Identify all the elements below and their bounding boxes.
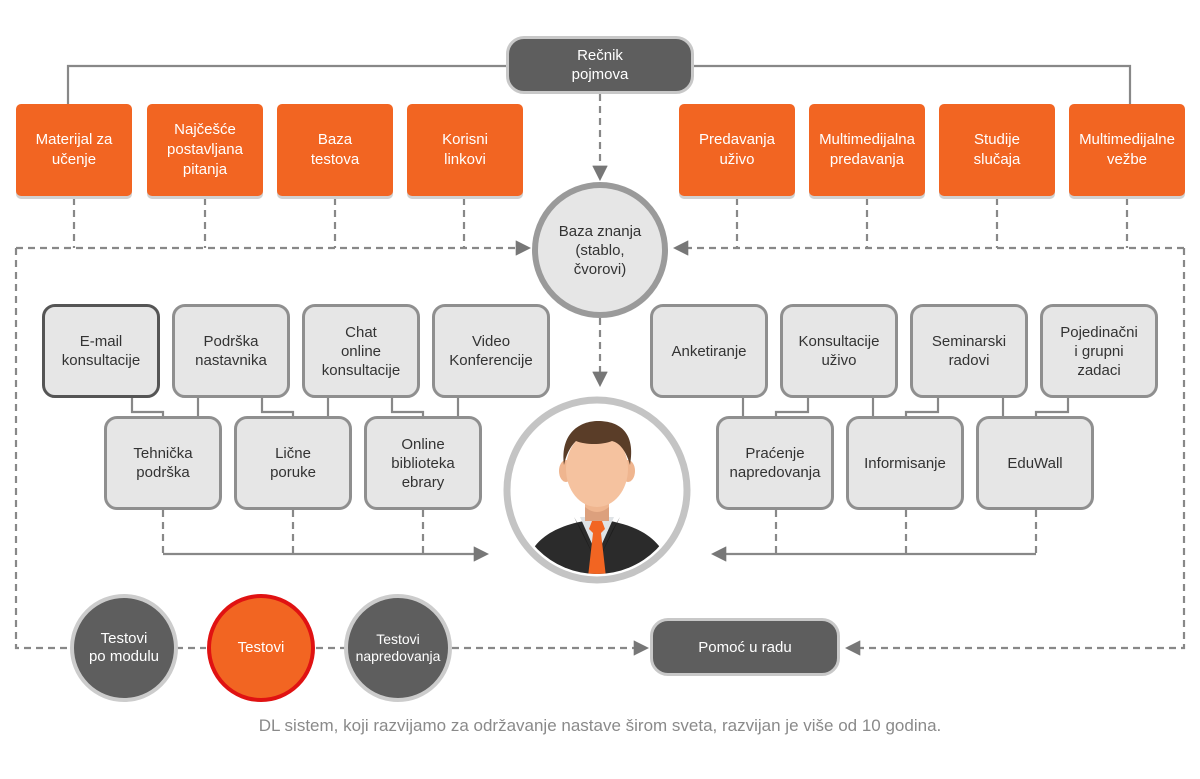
tehnicka-podrska-node: Tehnička podrška <box>104 416 222 510</box>
user-avatar-icon <box>503 396 691 584</box>
eduwall-node: EduWall <box>976 416 1094 510</box>
najcesce-postavljana-pitanja-node: Najčešće postavljana pitanja <box>147 104 263 196</box>
video-konferencije-node: Video Konferencije <box>432 304 550 398</box>
licne-poruke-node: Lične poruke <box>234 416 352 510</box>
chat-online-konsultacije-node: Chat online konsultacije <box>302 304 420 398</box>
konsultacije-uzivo-node: Konsultacije uživo <box>780 304 898 398</box>
baza-znanja-node: Baza znanja (stablo, čvorovi) <box>532 182 668 318</box>
multimedijalne-vezbe-node: Multimedijalne vežbe <box>1069 104 1185 196</box>
seminarski-radovi-node: Seminarski radovi <box>910 304 1028 398</box>
anketiranje-node: Anketiranje <box>650 304 768 398</box>
email-konsultacije-node: E-mail konsultacije <box>42 304 160 398</box>
pomoc-u-radu-node: Pomoć u radu <box>650 618 840 676</box>
podrska-nastavnika-node: Podrška nastavnika <box>172 304 290 398</box>
testovi-node: Testovi <box>207 594 315 702</box>
pojedinacni-grupni-zadaci-node: Pojedinačni i grupni zadaci <box>1040 304 1158 398</box>
pracenje-napredovanja-node: Praćenje napredovanja <box>716 416 834 510</box>
korisni-linkovi-node: Korisni linkovi <box>407 104 523 196</box>
informisanje-node: Informisanje <box>846 416 964 510</box>
testovi-po-modulu-node: Testovi po modulu <box>70 594 178 702</box>
online-biblioteka-node: Online biblioteka ebrary <box>364 416 482 510</box>
recnik-pojmova-node: Rečnik pojmova <box>506 36 694 94</box>
baza-testova-node: Baza testova <box>277 104 393 196</box>
materijal-za-ucenje-node: Materijal za učenje <box>16 104 132 196</box>
studije-slucaja-node: Studije slučaja <box>939 104 1055 196</box>
multimedijalna-predavanja-node: Multimedijalna predavanja <box>809 104 925 196</box>
diagram-caption: DL sistem, koji razvijamo za održavanje … <box>258 716 942 735</box>
predavanja-uzivo-node: Predavanja uživo <box>679 104 795 196</box>
testovi-napredovanja-node: Testovi napredovanja <box>344 594 452 702</box>
